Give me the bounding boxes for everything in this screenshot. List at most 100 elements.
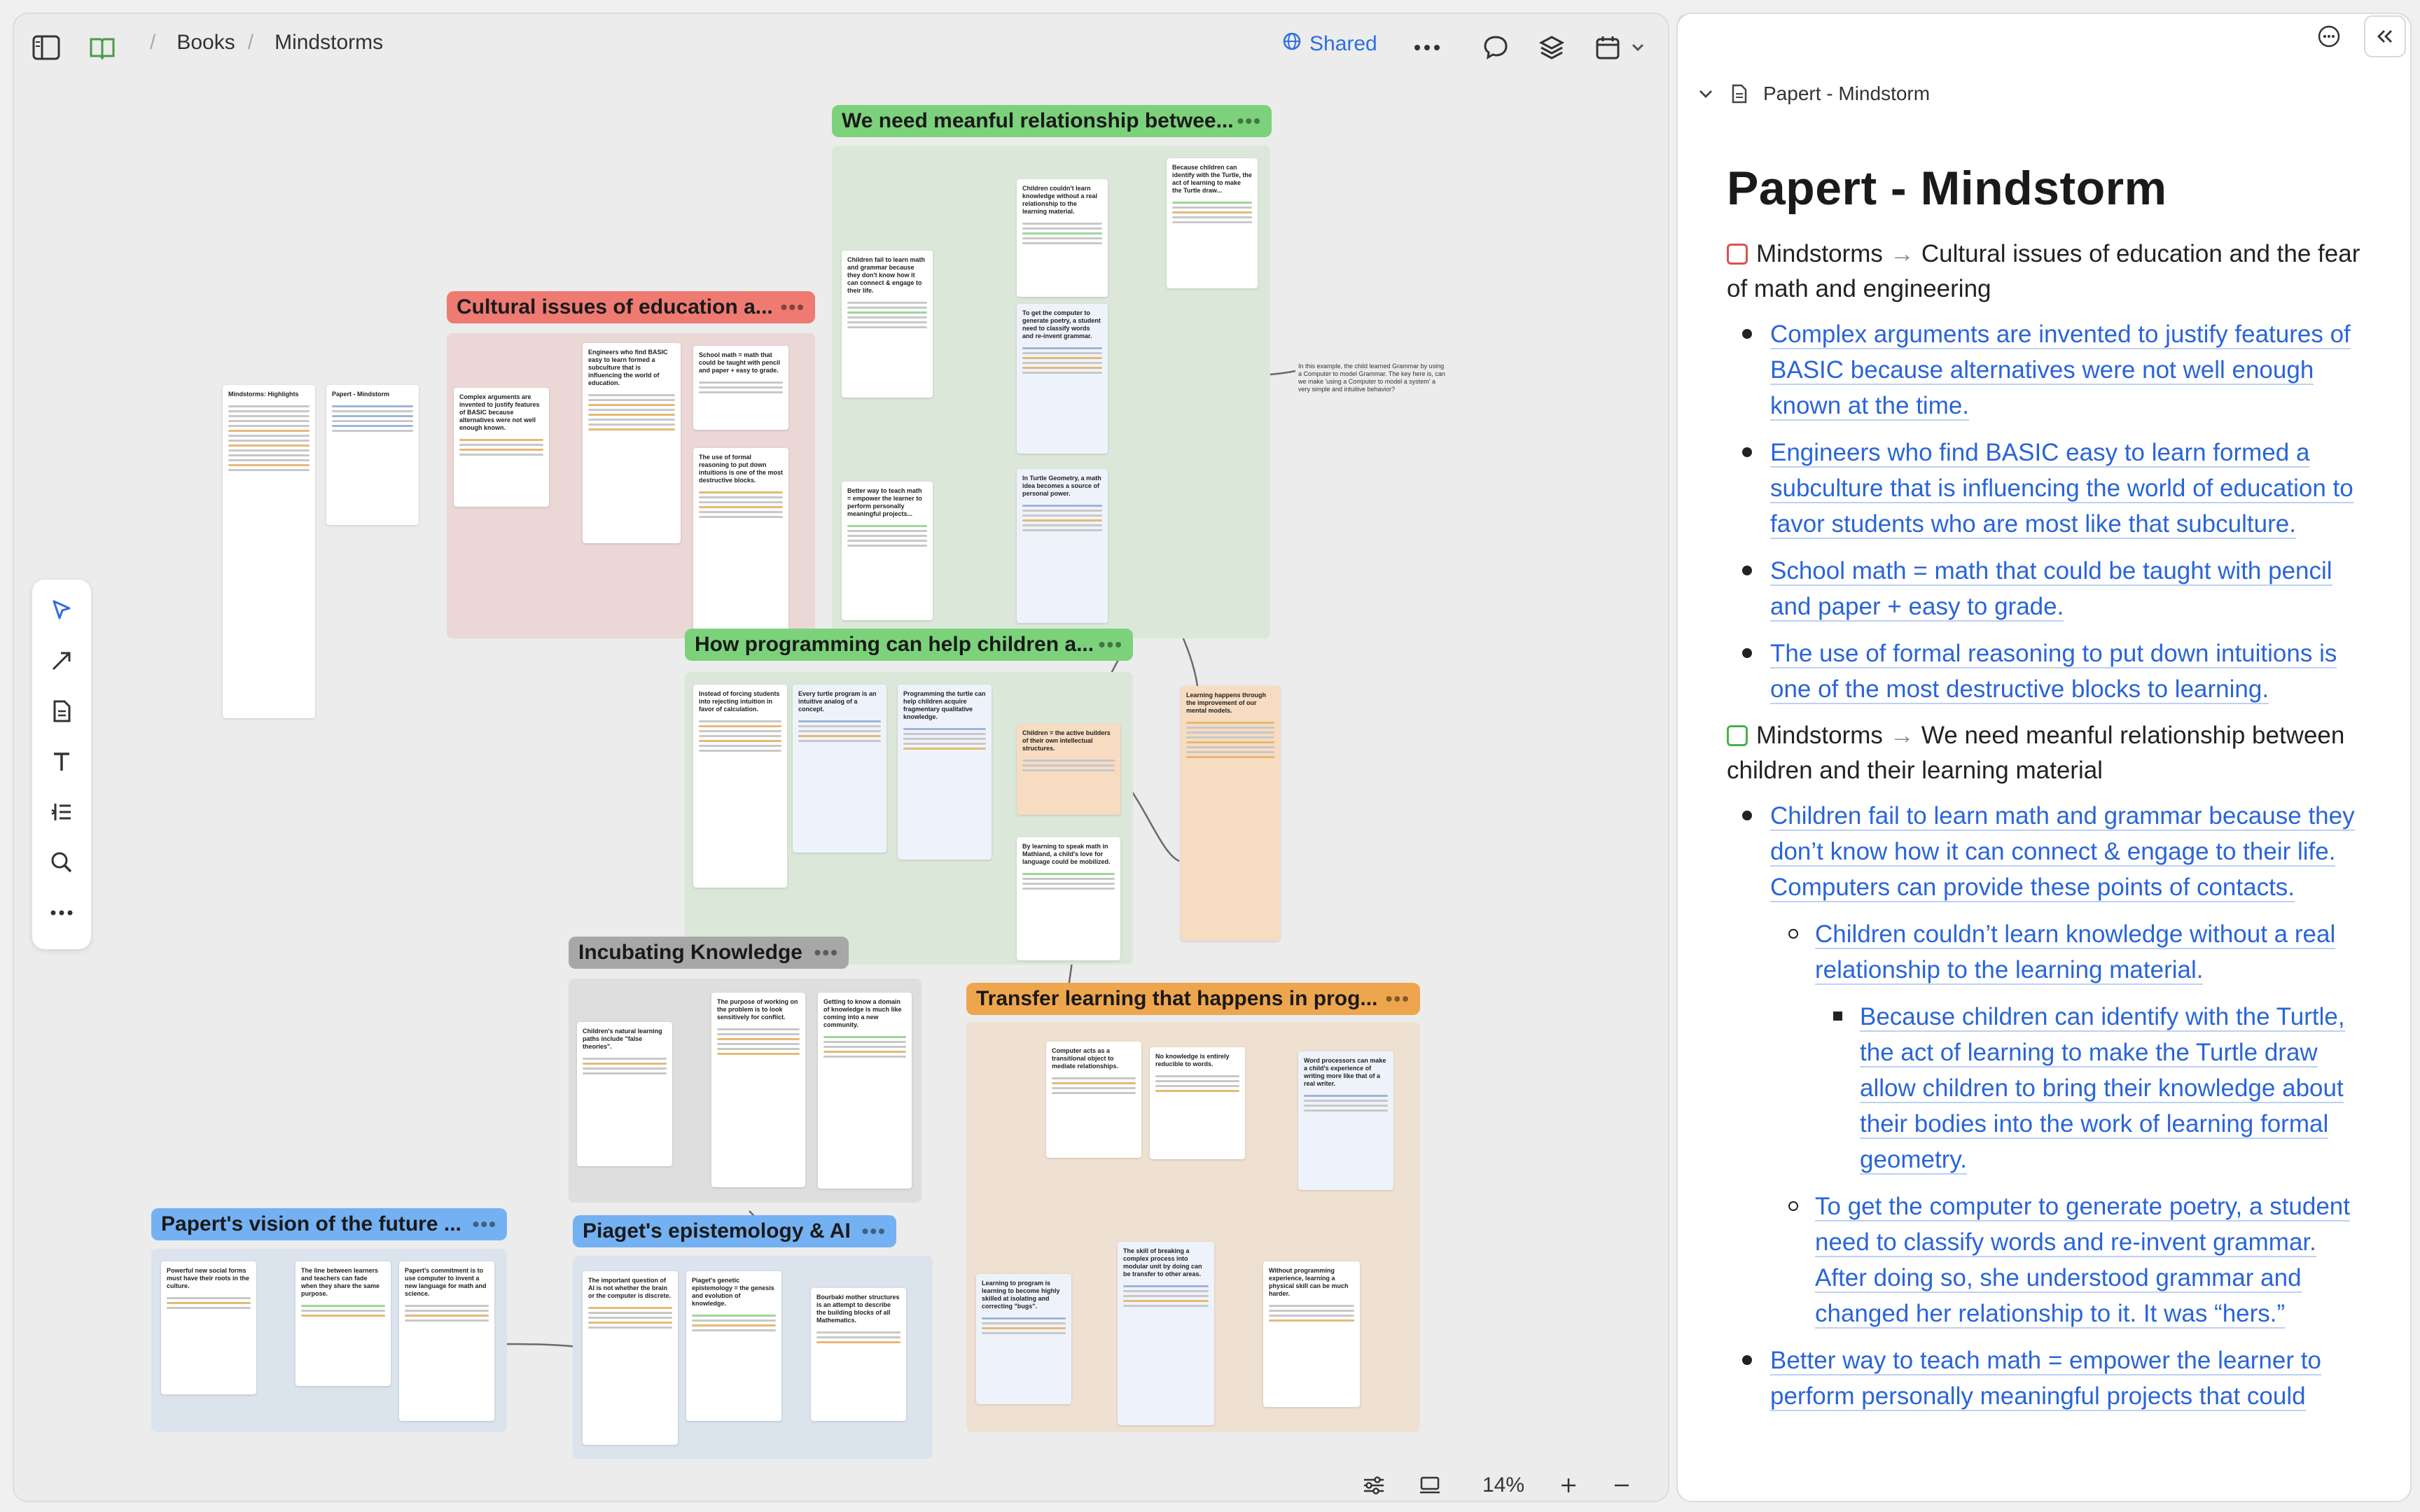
comment-button[interactable] <box>2308 15 2350 57</box>
more-icon[interactable]: ••• <box>780 296 805 318</box>
outline-tool-icon[interactable] <box>46 797 77 827</box>
more-icon[interactable]: ••• <box>814 941 839 963</box>
sidebar-toggle-icon[interactable] <box>31 32 62 63</box>
side-note[interactable]: In this example, the child learned Gramm… <box>1298 363 1445 393</box>
note-card[interactable]: Getting to know a domain of knowledge is… <box>818 993 912 1189</box>
more-icon[interactable]: ••• <box>472 1213 497 1235</box>
reference-line[interactable]: Mindstorms→We need meanful relationship … <box>1727 718 2371 788</box>
group-title[interactable]: How programming can help children a...••… <box>685 629 1133 661</box>
chevron-down-icon[interactable] <box>1627 32 1648 63</box>
list-item[interactable]: School math = math that could be taught … <box>1727 553 2371 624</box>
layers-icon[interactable] <box>1536 32 1567 63</box>
note-card[interactable]: School math = math that could be taught … <box>693 346 788 430</box>
shared-button[interactable]: Shared <box>1283 32 1377 56</box>
note-card[interactable]: The purpose of working on the problem is… <box>711 993 805 1187</box>
note-card[interactable]: Better way to teach math = empower the l… <box>842 482 933 620</box>
note-card[interactable]: The skill of breaking a complex process … <box>1118 1242 1214 1425</box>
zoom-out-button[interactable] <box>1608 1476 1636 1494</box>
arrow-right-icon: → <box>1889 240 1914 267</box>
bullet <box>1742 1355 1752 1365</box>
breadcrumb-item-mindstorms[interactable]: Mindstorms <box>274 31 384 54</box>
green-book-icon <box>1727 725 1748 746</box>
note-card[interactable]: Children fail to learn math and grammar … <box>842 251 933 398</box>
group-title[interactable]: We need meanful relationship betwee...••… <box>832 105 1272 137</box>
canvas-panel[interactable]: / Books / Mindstorms Shared <box>13 13 1669 1502</box>
bullet <box>1742 811 1752 820</box>
search-icon[interactable] <box>46 847 77 878</box>
select-tool-icon[interactable] <box>46 595 77 626</box>
fit-screen-icon[interactable] <box>1414 1475 1445 1496</box>
bullet <box>1742 566 1752 575</box>
more-icon[interactable]: ••• <box>1098 634 1123 655</box>
list-item[interactable]: The use of formal reasoning to put down … <box>1727 636 2371 707</box>
papert-note[interactable]: Papert - Mindstorm <box>326 385 419 525</box>
note-card[interactable]: Children = the active builders of their … <box>1017 724 1120 815</box>
note-card[interactable]: Without programming experience, learning… <box>1263 1261 1360 1407</box>
note-card[interactable]: To get the computer to generate poetry, … <box>1017 304 1108 454</box>
note-card[interactable]: Engineers who find BASIC easy to learn f… <box>583 343 681 543</box>
collapse-panel-button[interactable] <box>2364 15 2406 57</box>
note-card[interactable]: Children couldn't learn knowledge withou… <box>1017 179 1108 297</box>
group-title[interactable]: Papert's vision of the future ...••• <box>151 1208 507 1240</box>
note-card[interactable]: Every turtle program is an intuitive ana… <box>793 685 886 853</box>
more-tools-icon[interactable] <box>46 897 77 928</box>
note-card[interactable]: Complex arguments are invented to justif… <box>454 388 549 507</box>
list-item[interactable]: Complex arguments are invented to justif… <box>1727 316 2371 424</box>
group-title-text: How programming can help children a... <box>695 633 1094 656</box>
arrow-right-icon: → <box>1889 722 1914 749</box>
more-icon[interactable]: ••• <box>861 1220 886 1242</box>
chevron-down-icon[interactable] <box>1692 89 1720 99</box>
list-item[interactable]: To get the computer to generate poetry, … <box>1727 1189 2371 1331</box>
bullet <box>1742 648 1752 658</box>
adjust-icon[interactable] <box>1358 1475 1389 1496</box>
note-card[interactable]: The important question of AI is not whet… <box>583 1271 678 1445</box>
list-item[interactable]: Better way to teach math = empower the l… <box>1727 1343 2371 1414</box>
breadcrumb-item-books[interactable]: Books <box>176 31 235 54</box>
note-card[interactable]: No knowledge is entirely reducible to wo… <box>1150 1047 1245 1159</box>
note-card[interactable]: Programming the turtle can help children… <box>898 685 992 860</box>
more-icon[interactable]: ••• <box>1385 988 1410 1009</box>
group-title[interactable]: Transfer learning that happens in prog..… <box>966 983 1420 1015</box>
note-card[interactable]: Computer acts as a transitional object t… <box>1046 1042 1141 1158</box>
document-header[interactable]: Papert - Mindstorm <box>1692 83 1930 105</box>
more-options-icon[interactable] <box>1412 32 1442 63</box>
list-item[interactable]: Because children can identify with the T… <box>1727 999 2371 1177</box>
note-card[interactable]: By learning to speak math in Mathland, a… <box>1017 837 1120 960</box>
note-tool-icon[interactable] <box>46 696 77 727</box>
group-title-text: Transfer learning that happens in prog..… <box>976 987 1378 1010</box>
note-card[interactable]: Learning to program is learning to becom… <box>976 1274 1071 1404</box>
zoom-level[interactable]: 14% <box>1482 1474 1525 1497</box>
group-title[interactable]: Cultural issues of education a...••• <box>447 291 815 323</box>
text-tool-icon[interactable] <box>46 746 77 777</box>
book-icon[interactable] <box>87 32 118 63</box>
chat-icon[interactable] <box>1480 32 1511 63</box>
note-card[interactable]: Word processors can make a child's exper… <box>1298 1051 1393 1190</box>
zoom-in-button[interactable] <box>1555 1476 1583 1494</box>
note-card[interactable]: The line between learners and teachers c… <box>295 1261 391 1386</box>
note-card[interactable]: Children's natural learning paths includ… <box>577 1022 672 1166</box>
calendar-icon[interactable] <box>1592 32 1623 63</box>
list-item[interactable]: Engineers who find BASIC easy to learn f… <box>1727 435 2371 542</box>
document-panel[interactable]: Papert - Mindstorm Papert - Mindstorm Mi… <box>1676 13 2412 1502</box>
highlights-note[interactable]: Mindstorms: Highlights <box>223 385 315 718</box>
note-card[interactable]: Because children can identify with the T… <box>1167 158 1258 288</box>
document-title[interactable]: Papert - Mindstorm <box>1727 162 2167 215</box>
note-card[interactable]: Instead of forcing students into rejecti… <box>693 685 787 888</box>
group-title[interactable]: Incubating Knowledge ••• <box>569 937 849 969</box>
note-card[interactable]: The use of formal reasoning to put down … <box>693 448 788 634</box>
note-card[interactable]: Learning happens through the improvement… <box>1181 686 1280 941</box>
group-title-text: Incubating Knowledge <box>578 941 802 964</box>
note-card[interactable]: Bourbaki mother structures is an attempt… <box>811 1288 906 1421</box>
note-card[interactable]: Papert's commitment is to use computer t… <box>399 1261 494 1421</box>
list-item[interactable]: Children couldn’t learn knowledge withou… <box>1727 916 2371 988</box>
note-card[interactable]: Piaget's genetic epistemology = the gene… <box>686 1271 781 1421</box>
group-title-text: We need meanful relationship betwee... <box>842 109 1234 132</box>
group-title[interactable]: Piaget's epistemology & AI••• <box>573 1215 896 1247</box>
reference-source: Mindstorms <box>1756 240 1883 267</box>
more-icon[interactable]: ••• <box>1237 110 1262 132</box>
reference-line[interactable]: Mindstorms→Cultural issues of education … <box>1727 237 2371 307</box>
note-card[interactable]: In Turtle Geometry, a math idea becomes … <box>1017 469 1108 623</box>
list-item[interactable]: Children fail to learn math and grammar … <box>1727 798 2371 905</box>
note-card[interactable]: Powerful new social forms must have thei… <box>161 1261 256 1394</box>
connector-tool-icon[interactable] <box>46 645 77 676</box>
